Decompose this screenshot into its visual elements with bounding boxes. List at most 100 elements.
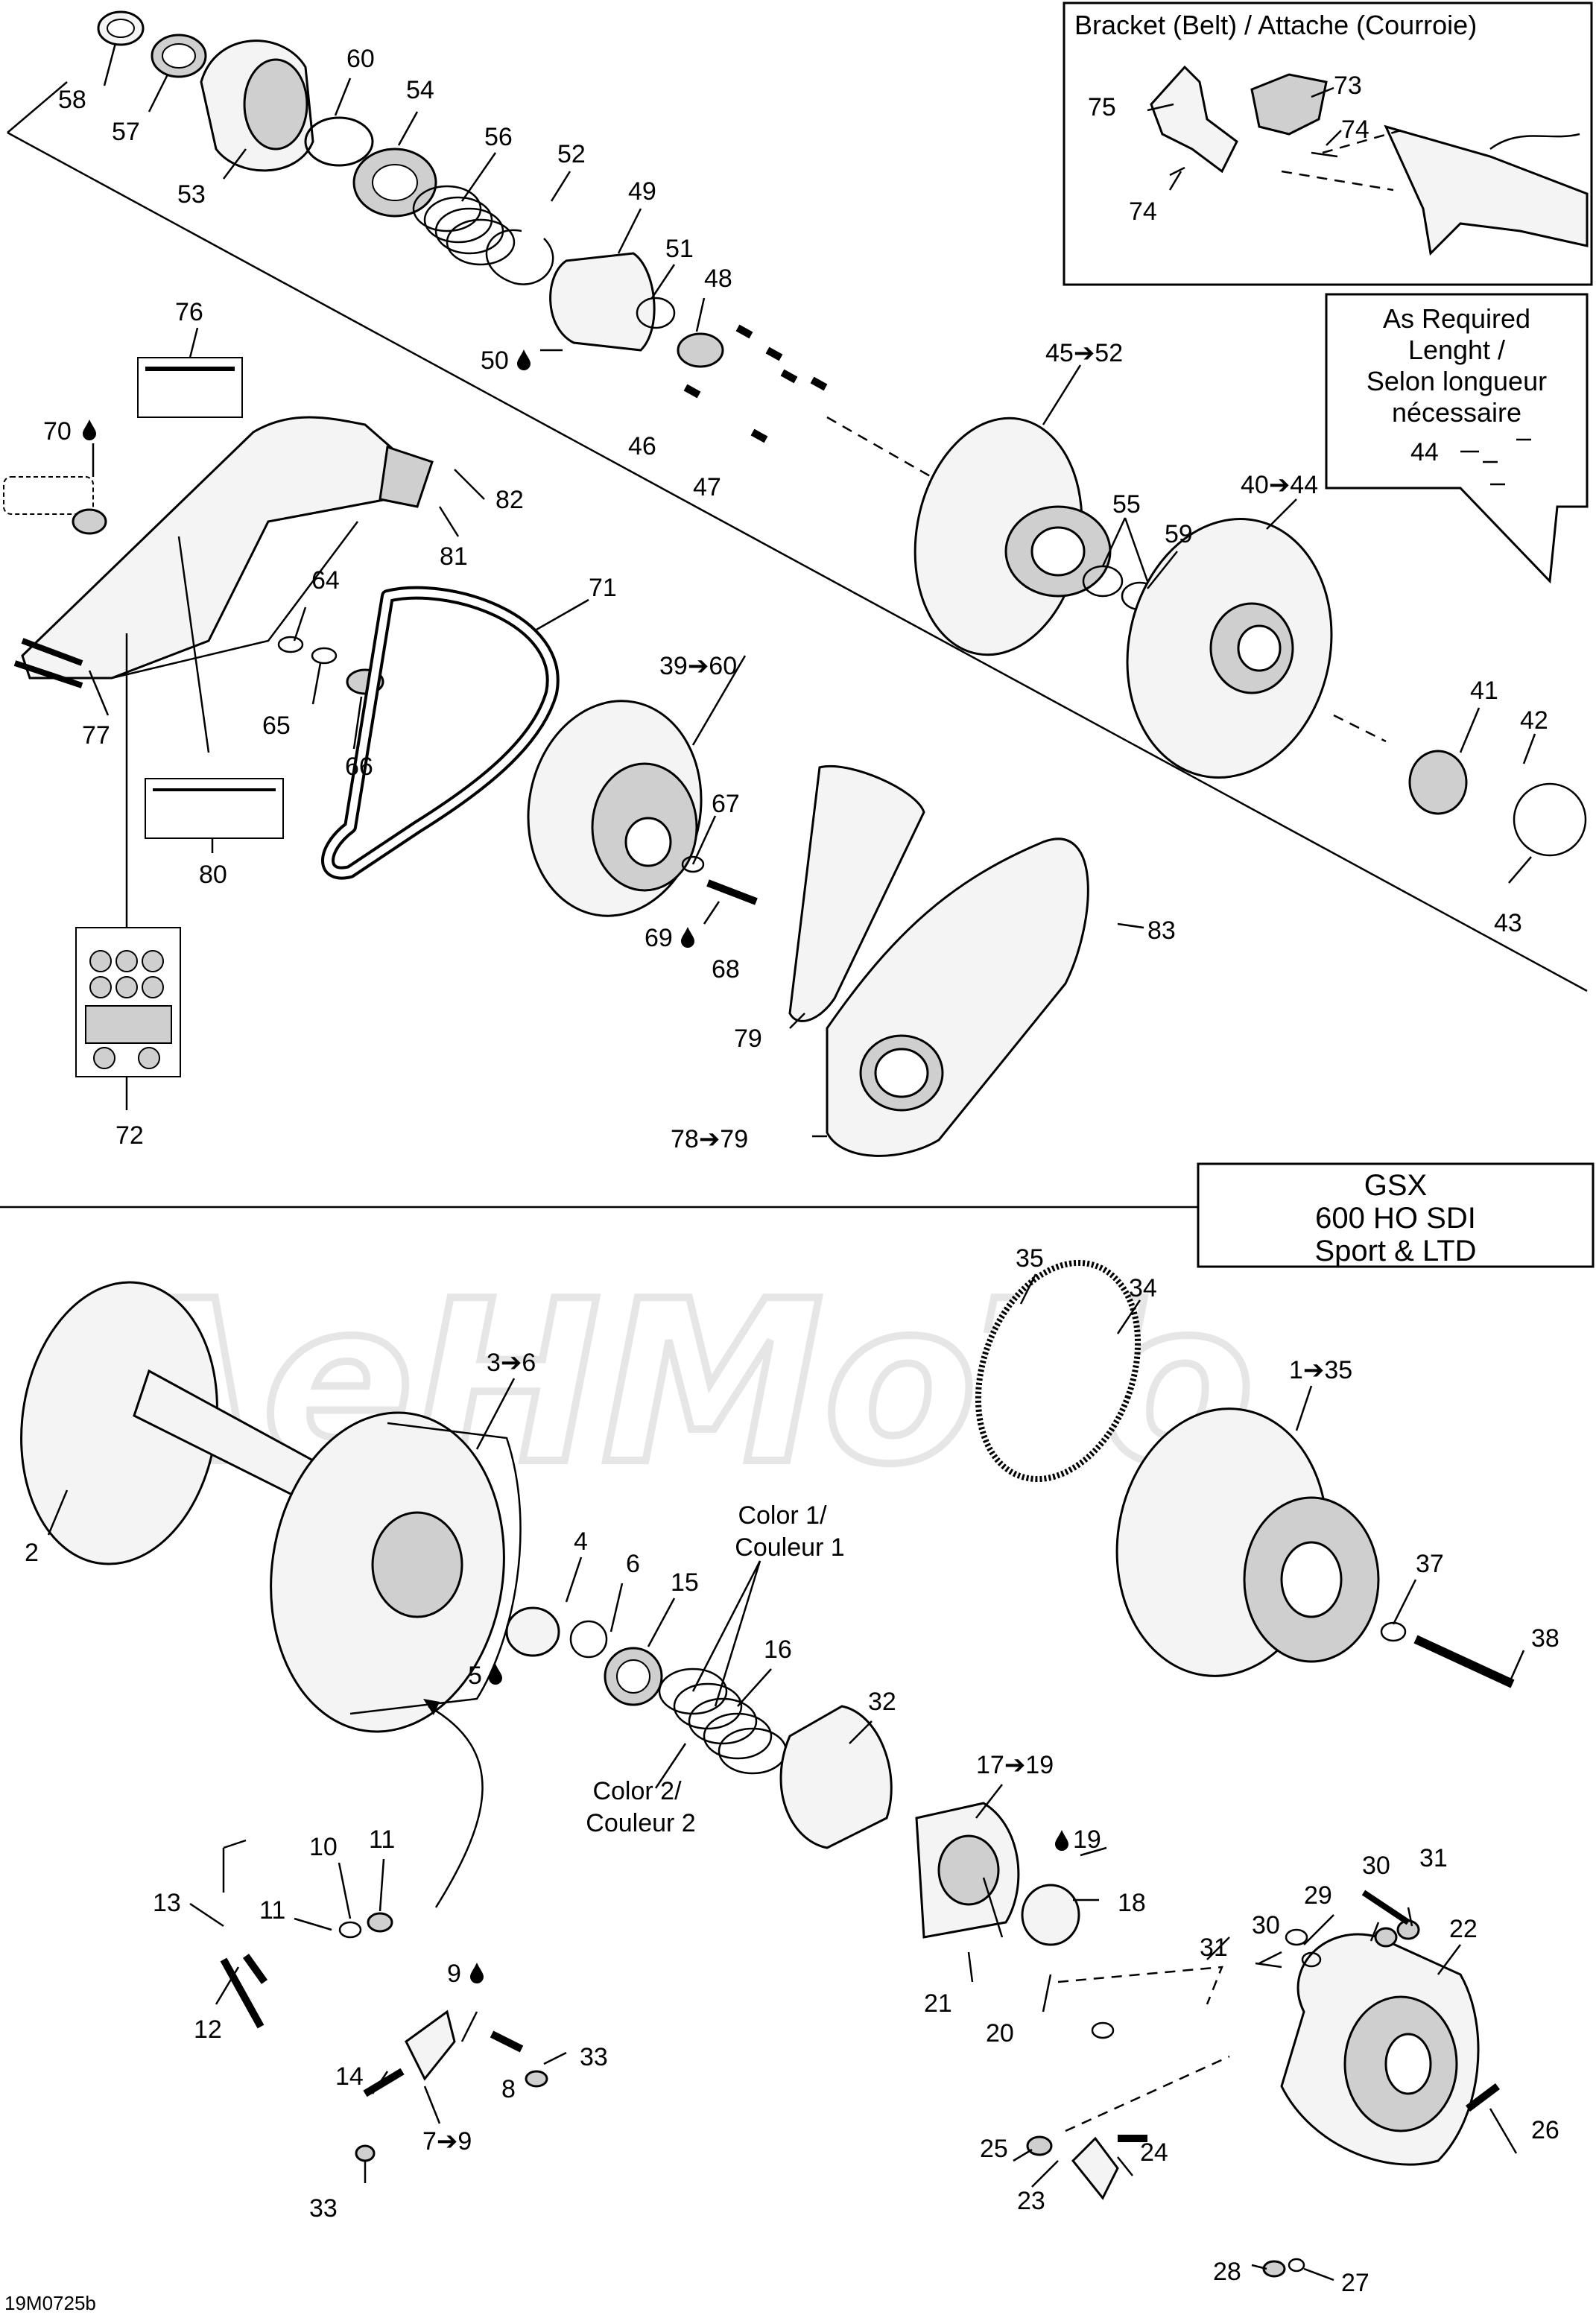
callout-59: 59 xyxy=(1165,520,1193,548)
callout-75: 75 xyxy=(1088,93,1116,121)
callout-49: 49 xyxy=(628,177,656,206)
callout-19: 19 xyxy=(1055,1825,1101,1854)
svg-text:Color 1/: Color 1/ xyxy=(738,1501,827,1530)
callout-73: 73 xyxy=(1334,72,1362,100)
callout-3-6: 3➔6 xyxy=(487,1349,536,1377)
bracket-box-title: Bracket (Belt) / Attache (Courroie) xyxy=(1074,10,1477,40)
svg-text:Couleur 1: Couleur 1 xyxy=(735,1533,844,1562)
svg-text:600 HO SDI: 600 HO SDI xyxy=(1315,1202,1476,1235)
callout-83: 83 xyxy=(1147,916,1176,945)
svg-text:5: 5 xyxy=(468,1662,482,1690)
callout-21: 21 xyxy=(924,1989,952,2018)
callout-30-top: 30 xyxy=(1362,1852,1390,1880)
callout-58: 58 xyxy=(58,86,86,114)
callout-25: 25 xyxy=(980,2135,1008,2163)
callout-70: 70 xyxy=(43,417,96,446)
callout-54: 54 xyxy=(406,76,434,104)
svg-text:As Required: As Required xyxy=(1383,303,1530,334)
drop-icon xyxy=(470,1963,484,1983)
callout-15: 15 xyxy=(671,1568,699,1597)
callout-5: 5 xyxy=(468,1662,502,1690)
callout-27: 27 xyxy=(1341,2269,1369,2297)
callout-50: 50 xyxy=(481,346,531,375)
callout-26: 26 xyxy=(1531,2116,1559,2144)
callout-56: 56 xyxy=(484,123,513,151)
callout-11-top: 11 xyxy=(369,1825,395,1854)
callout-1-35: 1➔35 xyxy=(1289,1356,1352,1384)
model-box: GSX 600 HO SDI Sport & LTD xyxy=(1197,1162,1595,1268)
callout-6: 6 xyxy=(626,1550,640,1578)
callout-13: 13 xyxy=(153,1889,181,1917)
callout-2: 2 xyxy=(25,1539,39,1567)
lower-parts xyxy=(20,1259,1515,2278)
callout-60: 60 xyxy=(346,45,375,73)
callout-31-left: 31 xyxy=(1200,1934,1228,1962)
callout-37: 37 xyxy=(1416,1550,1444,1578)
callout-52: 52 xyxy=(557,140,586,168)
callout-78-79: 78➔79 xyxy=(671,1125,748,1153)
callout-31-top: 31 xyxy=(1419,1844,1448,1872)
callout-7-9: 7➔9 xyxy=(422,2127,472,2156)
callout-82: 82 xyxy=(495,486,524,514)
callout-8: 8 xyxy=(501,2075,516,2103)
callout-33-right: 33 xyxy=(580,2043,608,2071)
svg-text:nécessaire: nécessaire xyxy=(1392,397,1521,428)
callout-81: 81 xyxy=(440,542,468,571)
drop-icon xyxy=(681,927,694,948)
svg-text:9: 9 xyxy=(447,1960,461,1988)
required-box: As Required Lenght / Selon longueur néce… xyxy=(1325,293,1589,584)
callout-34: 34 xyxy=(1129,1274,1157,1302)
callout-74-top: 74 xyxy=(1341,115,1369,144)
callout-29: 29 xyxy=(1304,1881,1332,1910)
callout-24: 24 xyxy=(1140,2138,1168,2167)
callout-23: 23 xyxy=(1017,2187,1045,2215)
svg-text:Sport & LTD: Sport & LTD xyxy=(1314,1235,1476,1267)
callout-71: 71 xyxy=(589,574,617,602)
callout-labels: 58 57 53 60 54 56 52 49 51 48 50 46 47 4… xyxy=(4,45,1559,2314)
callout-42: 42 xyxy=(1520,706,1548,735)
callout-57: 57 xyxy=(112,118,140,146)
callout-44: 44 xyxy=(1410,438,1439,466)
callout-45-52: 45➔52 xyxy=(1045,339,1123,367)
callout-68: 68 xyxy=(712,955,740,984)
callout-51: 51 xyxy=(665,235,694,263)
callout-41: 41 xyxy=(1470,677,1498,705)
callout-69: 69 xyxy=(645,924,694,952)
callout-33-bottom: 33 xyxy=(309,2194,338,2223)
callout-16: 16 xyxy=(764,1635,792,1664)
svg-text:Selon longueur: Selon longueur xyxy=(1367,366,1547,396)
color1-note: Color 1/ Couleur 1 xyxy=(735,1501,844,1562)
callout-28: 28 xyxy=(1213,2258,1241,2286)
callout-22: 22 xyxy=(1449,1915,1478,1943)
svg-text:70: 70 xyxy=(43,417,72,446)
callout-47: 47 xyxy=(693,473,721,501)
callout-67: 67 xyxy=(712,790,740,818)
callout-10: 10 xyxy=(309,1833,338,1861)
callout-64: 64 xyxy=(311,566,340,595)
upper-frame-line xyxy=(7,131,1588,992)
callout-11-left: 11 xyxy=(259,1896,285,1925)
belt-guard-group xyxy=(3,357,1089,1157)
svg-text:Color 2/: Color 2/ xyxy=(592,1777,682,1805)
svg-text:Couleur 2: Couleur 2 xyxy=(586,1809,695,1837)
svg-text:19: 19 xyxy=(1073,1825,1101,1854)
callout-39-60: 39➔60 xyxy=(659,652,737,680)
callout-46: 46 xyxy=(628,432,656,460)
callout-43: 43 xyxy=(1494,909,1522,937)
callout-12: 12 xyxy=(194,2015,222,2044)
callout-35: 35 xyxy=(1016,1244,1044,1273)
drop-icon xyxy=(83,419,96,440)
svg-text:Lenght /: Lenght / xyxy=(1408,335,1505,365)
callout-53: 53 xyxy=(177,180,206,209)
callout-18: 18 xyxy=(1118,1889,1146,1917)
callout-80: 80 xyxy=(199,861,227,889)
callout-40-44: 40➔44 xyxy=(1241,471,1318,499)
callout-14: 14 xyxy=(335,2062,364,2091)
callout-76: 76 xyxy=(175,298,203,326)
callout-20: 20 xyxy=(986,2019,1014,2048)
color2-note: Color 2/ Couleur 2 xyxy=(586,1777,695,1837)
callout-66: 66 xyxy=(345,753,373,781)
callout-77: 77 xyxy=(82,721,110,750)
callout-38: 38 xyxy=(1531,1624,1559,1653)
